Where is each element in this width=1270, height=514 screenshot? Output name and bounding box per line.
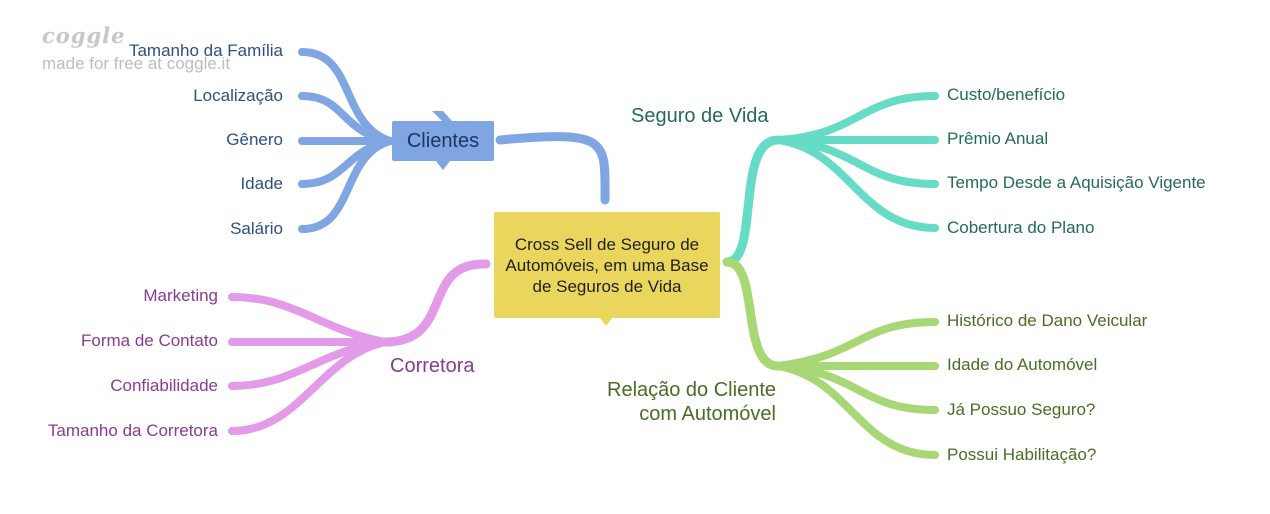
links-clientes: [298, 48, 394, 233]
link-clientes-center: [495, 132, 610, 205]
seguro-vida-item[interactable]: Cobertura do Plano: [947, 218, 1095, 237]
relacao-item[interactable]: Possui Habilitação?: [947, 445, 1097, 464]
seguro-vida-item[interactable]: Custo/benefício: [947, 85, 1066, 104]
relacao-item[interactable]: Já Possuo Seguro?: [947, 400, 1096, 419]
seguro-vida-item[interactable]: Tempo Desde a Aquisição Vigente: [947, 173, 1206, 192]
relacao-item[interactable]: Histórico de Dano Veicular: [947, 311, 1148, 330]
clientes-item[interactable]: Gênero: [226, 130, 283, 149]
relacao-item[interactable]: Idade do Automóvel: [947, 355, 1098, 374]
links-seguro-vida: [722, 92, 939, 267]
branch-relacao-node[interactable]: Relação do Cliente com Automóvel: [607, 378, 776, 426]
branch-seguro-vida-node[interactable]: Seguro de Vida: [631, 105, 769, 127]
corretora-item[interactable]: Confiabilidade: [110, 376, 218, 395]
center-diamond-bottom: [600, 318, 612, 326]
clientes-item[interactable]: Salário: [230, 219, 283, 238]
corretora-item[interactable]: Tamanho da Corretora: [47, 421, 218, 440]
relacao-label-line2: com Automóvel: [639, 403, 776, 425]
coggle-tagline: made for free at coggle.it: [42, 54, 231, 73]
links-corretora: [228, 259, 491, 435]
clientes-diamond-top: [432, 111, 452, 121]
branch-corretora-node[interactable]: Corretora: [390, 355, 475, 377]
branch-clientes-node[interactable]: Clientes: [392, 121, 494, 161]
corretora-item[interactable]: Forma de Contato: [80, 331, 218, 350]
relacao-label-line1: Relação do Cliente: [607, 379, 776, 401]
clientes-item[interactable]: Tamanho da Família: [128, 41, 283, 60]
corretora-item[interactable]: Marketing: [143, 286, 218, 305]
central-node[interactable]: Cross Sell de Seguro de Automóveis, em u…: [494, 212, 720, 318]
coggle-watermark: coggle made for free at coggle.it: [42, 24, 230, 74]
coggle-logo: coggle: [42, 23, 126, 48]
links-relacao: [722, 257, 939, 459]
clientes-diamond-bottom: [436, 161, 450, 170]
clientes-item[interactable]: Idade: [240, 174, 283, 193]
seguro-vida-item[interactable]: Prêmio Anual: [947, 129, 1049, 148]
clientes-item[interactable]: Localização: [193, 86, 283, 105]
